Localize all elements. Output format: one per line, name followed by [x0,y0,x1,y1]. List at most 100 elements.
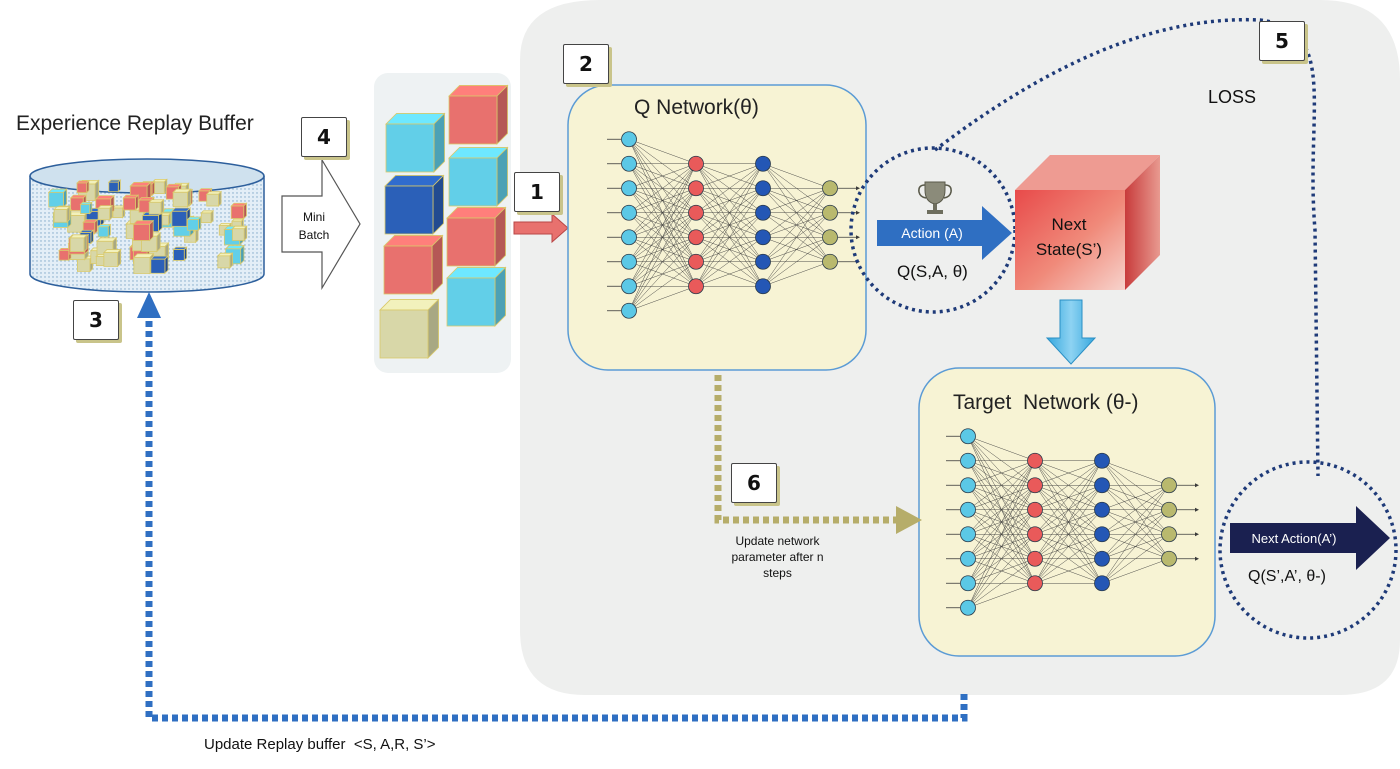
net-edge [1101,534,1170,584]
buffer-cube [107,179,122,193]
net-edge [695,163,764,287]
net-edge [762,237,831,287]
net-edge [695,163,764,262]
buffer-cube [76,179,90,194]
batch-cube [383,234,444,295]
net-edge [628,163,697,213]
net-edge [695,188,764,287]
step-badge-5: 5 [1259,21,1305,61]
net-node [1027,452,1043,469]
buffer-cube [186,216,202,232]
net-edge [967,534,1036,608]
net-node [621,278,637,295]
target-q-dotted-circle [1218,460,1398,640]
buffer-cube [205,190,223,207]
net-edge [1034,460,1103,486]
buffer-cube [231,225,248,242]
state-to-target-arrow [1045,299,1097,365]
target-q-value-label: Q(S’,A’, θ-) [1248,568,1326,585]
net-node [960,452,976,469]
net-edge [762,188,831,213]
update-replay-arrowhead [137,292,161,318]
buffer-cube [149,255,169,275]
net-node [1161,501,1177,518]
net-node [1094,575,1110,592]
batch-cube [446,206,507,267]
net-edge [1101,460,1170,486]
net-node [621,131,637,148]
next-state-label: Next State(S’) [1035,215,1103,259]
net-node [755,155,771,172]
net-node [688,253,704,270]
net-node [960,501,976,518]
net-edge [1034,558,1103,584]
net-output-arrowhead [1195,507,1199,512]
net-node [621,204,637,221]
net-edge [1101,485,1170,510]
buffer-cube [230,202,248,220]
net-node [1027,575,1043,592]
batch-cube [384,174,445,235]
net-node [1094,477,1110,494]
net-edge [695,261,764,287]
buffer-cube [122,194,140,211]
next-action-arrow [1230,506,1390,570]
net-edge [1101,558,1170,584]
net-output-arrowhead [1195,483,1199,488]
net-node [822,180,838,197]
batch-cube [448,146,509,207]
update-replay-label: Update Replay buffer <S, A,R, S’> [204,736,436,753]
net-output-arrowhead [856,235,860,240]
net-node [621,155,637,172]
net-node [822,253,838,270]
buffer-cube [200,209,215,224]
net-edge [967,460,1036,608]
net-node [960,477,976,494]
net-edge [967,583,1036,608]
net-node [960,550,976,567]
net-node [960,575,976,592]
net-edge [1034,485,1103,584]
replay-buffer-cylinder [29,158,265,293]
buffer-cube [172,246,188,262]
net-node [1027,477,1043,494]
net-output-arrowhead [856,186,860,191]
net-edge [695,237,764,287]
buffer-cube [170,207,192,228]
buffer-title: Experience Replay Buffer [16,112,254,135]
batch-cube [446,266,507,327]
input-arrow [513,212,569,244]
net-edge [1034,460,1103,584]
net-edge [1101,485,1170,584]
net-node [621,253,637,270]
net-node [755,229,771,246]
net-node [960,599,976,616]
net-edge [1101,485,1170,559]
net-edge [762,163,831,189]
net-edge [967,460,1036,486]
buffer-cube [79,201,93,215]
net-output-arrowhead [856,210,860,215]
net-edge [1034,460,1103,535]
net-edge [628,163,697,238]
q-network-graph [607,131,860,319]
net-node [688,204,704,221]
net-edge [628,163,697,311]
net-edge [695,163,764,238]
buffer-cube [111,204,126,219]
q-network-panel [567,84,867,371]
action-arrow [877,206,1012,260]
net-node [755,278,771,295]
buffer-cube [172,188,192,208]
update-network-arrowhead [896,506,922,534]
mini-batch-arrow [281,157,361,291]
action-label: Action (A) [901,225,963,241]
batch-cube [379,298,440,359]
net-edge [628,261,697,311]
net-node [688,229,704,246]
net-edge [762,212,831,287]
net-edge [1034,509,1103,584]
net-output-arrowhead [1195,556,1199,561]
net-edge [628,286,697,311]
